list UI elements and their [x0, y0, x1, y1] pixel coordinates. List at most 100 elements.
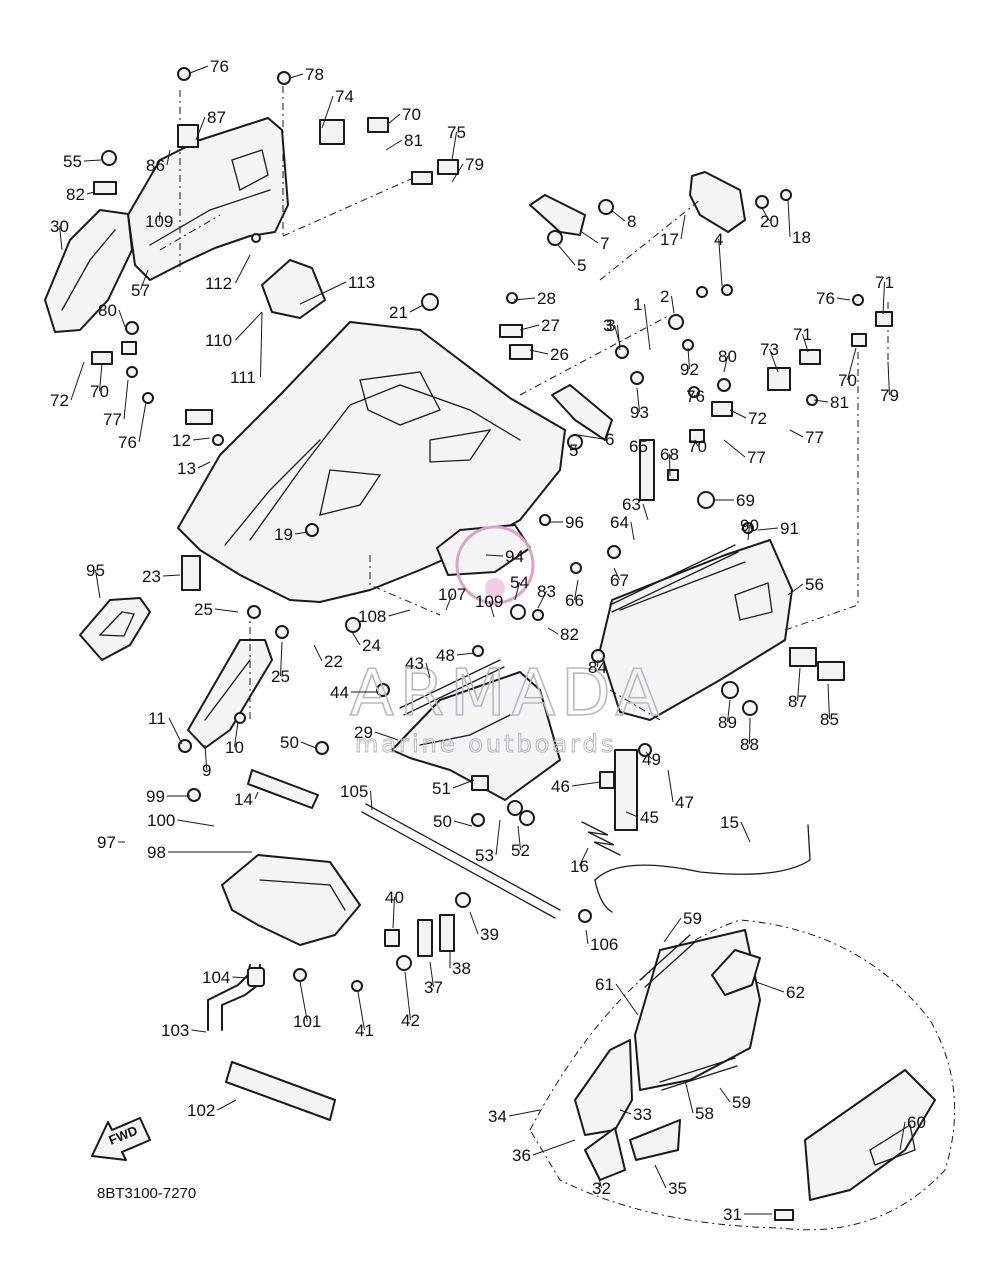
leader-line-32 — [597, 1174, 602, 1189]
callout-1: 1 — [633, 295, 642, 314]
callout-69: 69 — [736, 491, 755, 510]
callout-66: 66 — [565, 591, 584, 610]
leader-line-48 — [456, 652, 475, 656]
callout-68: 68 — [660, 445, 679, 464]
leader-line-74 — [321, 95, 334, 129]
callout-79: 79 — [465, 155, 484, 174]
callout-87: 87 — [788, 692, 807, 711]
leader-line-95 — [95, 569, 101, 599]
callout-74: 74 — [335, 87, 354, 106]
callout-112: 112 — [205, 274, 232, 293]
callout-84: 84 — [588, 658, 607, 677]
leader-line-25 — [280, 641, 283, 677]
leader-line-82 — [547, 627, 559, 635]
leader-line-55 — [83, 159, 102, 162]
leader-line-20 — [761, 207, 770, 222]
callout-8: 8 — [627, 212, 636, 231]
callout-76: 76 — [210, 57, 229, 76]
callout-89: 89 — [718, 713, 737, 732]
callout-52: 52 — [511, 841, 530, 860]
watermark-logo-dot — [485, 578, 505, 598]
callout-70: 70 — [90, 382, 109, 401]
leader-line-66 — [574, 579, 579, 601]
leader-line-53 — [495, 819, 501, 856]
callout-56: 56 — [805, 575, 824, 594]
leader-line-93 — [636, 387, 640, 413]
callout-93: 93 — [630, 403, 649, 422]
leader-line-106 — [585, 929, 589, 945]
callout-13: 13 — [177, 459, 196, 478]
callout-105: 105 — [340, 782, 368, 801]
leader-line-80 — [723, 355, 728, 373]
callout-79: 79 — [880, 386, 899, 405]
callout-46: 46 — [551, 777, 570, 796]
callout-76: 76 — [816, 289, 835, 308]
callout-4: 4 — [714, 230, 723, 249]
leader-line-42 — [404, 971, 411, 1021]
callout-107: 107 — [438, 585, 466, 604]
leader-line-81 — [385, 139, 403, 151]
leader-line-71 — [882, 281, 885, 315]
leader-line-14 — [254, 791, 259, 800]
callout-103: 103 — [161, 1021, 189, 1040]
diagram-code: 8BT3100-7270 — [97, 1185, 196, 1202]
leader-line-3 — [617, 324, 621, 351]
callout-30: 30 — [50, 217, 69, 236]
callout-50: 50 — [433, 812, 452, 831]
leader-line-67 — [613, 567, 620, 581]
callout-63: 63 — [622, 495, 641, 514]
callout-108: 108 — [358, 607, 386, 626]
leader-line-28 — [513, 297, 536, 301]
leader-line-71 — [802, 333, 809, 353]
leader-line-83 — [537, 590, 547, 609]
watermark-title: ARMADA — [350, 657, 665, 731]
callout-43: 43 — [405, 654, 424, 673]
leader-line-34 — [508, 1109, 541, 1117]
leader-line-57 — [140, 269, 149, 291]
leader-line-36 — [532, 1139, 576, 1156]
callout-72: 72 — [748, 409, 767, 428]
callout-42: 42 — [401, 1011, 420, 1030]
callout-60: 60 — [907, 1113, 926, 1132]
callout-78: 78 — [305, 65, 324, 84]
leader-line-4 — [718, 238, 723, 287]
leader-line-105 — [370, 790, 373, 811]
callout-50: 50 — [280, 733, 299, 752]
leader-line-84 — [597, 659, 599, 668]
callout-99: 99 — [146, 787, 165, 806]
leader-line-76 — [138, 401, 147, 443]
callout-48: 48 — [436, 646, 455, 665]
callout-67: 67 — [610, 571, 629, 590]
leader-line-29 — [374, 731, 399, 741]
callout-91: 91 — [780, 519, 799, 538]
callout-70: 70 — [402, 105, 421, 124]
leader-line-104 — [232, 976, 249, 979]
leader-line-50 — [453, 820, 473, 827]
leader-line-8 — [610, 209, 626, 222]
leader-line-50 — [300, 741, 317, 749]
leader-line-5 — [573, 445, 577, 451]
callout-35: 35 — [668, 1179, 687, 1198]
callout-101: 101 — [293, 1012, 321, 1031]
callout-2: 2 — [660, 287, 669, 306]
leader-line-10 — [234, 721, 239, 748]
callout-3: 3 — [606, 316, 615, 335]
callout-109: 109 — [145, 212, 173, 231]
callout-31: 31 — [723, 1205, 742, 1224]
callout-81: 81 — [404, 131, 423, 150]
callout-20: 20 — [760, 212, 779, 231]
callout-90: 90 — [740, 516, 759, 535]
leader-line-107 — [445, 593, 453, 611]
callout-45: 45 — [640, 808, 659, 827]
leader-line-5 — [557, 244, 576, 266]
callout-113: 113 — [348, 273, 375, 292]
leader-line-113 — [299, 281, 347, 305]
callout-7: 7 — [600, 234, 609, 253]
leader-line-35 — [654, 1164, 667, 1189]
leader-line-75 — [451, 131, 457, 161]
leader-line-70 — [847, 347, 857, 381]
leader-line-59 — [719, 1087, 731, 1103]
callout-65: 65 — [629, 437, 648, 456]
leader-line-40 — [392, 896, 395, 929]
callout-100: 100 — [147, 811, 175, 830]
